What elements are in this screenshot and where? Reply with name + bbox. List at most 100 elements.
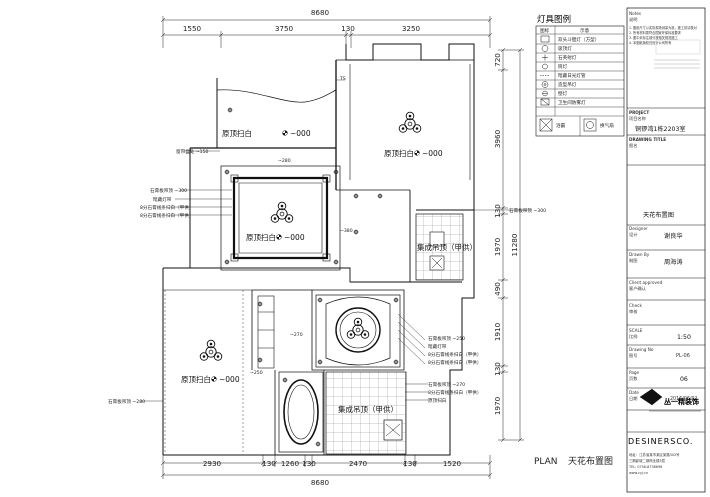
kitchen-ceiling-label: 集成吊顶（甲供） (417, 242, 477, 252)
date-value: 2016/06/02 (670, 396, 698, 402)
drawing-title: 天花布置图 (643, 211, 674, 219)
label-280: ~280 (278, 158, 291, 164)
bottom-dimension-lines (160, 455, 493, 479)
powder-room-ceiling (278, 371, 324, 453)
address-4: www.cyj.cn (629, 471, 648, 475)
dim-bottom-4: 130 (302, 459, 316, 468)
page-sub: 页数 (629, 375, 638, 382)
dim-right-2: 3960 (493, 129, 502, 148)
drawn-sub: 制图 (629, 257, 637, 264)
notes-line-4: 4. 本图纸版权归设计公司所有 (629, 40, 671, 45)
dim-bottom-5: 2470 (349, 459, 368, 468)
dim-right-total: 11280 (510, 233, 519, 256)
legend-item-2: 吸顶灯 (558, 45, 572, 52)
master-ceiling-label: 原顶扫白 (384, 148, 414, 158)
scale-sub: 比例 (629, 333, 637, 340)
note-left-4: 8分石膏线条扫白（甲供） (140, 212, 193, 219)
pendant-lamp-dining-icon (346, 317, 370, 339)
legend-item-5: 暗藏日光灯管 (558, 72, 586, 79)
note-bottom-1: 石膏板吊顶 ~270 (428, 381, 465, 388)
legend-item-6: 造型吊灯 (558, 81, 577, 88)
designer-sub: 设计 (629, 231, 637, 238)
plan-name: 天花布置图 (568, 455, 613, 467)
notes-line-3: 3. 图中未标注部分按相关规范施工 (629, 35, 678, 40)
level-marker-icon (276, 234, 282, 240)
dim-bottom-2: 130 (262, 459, 276, 468)
dim-top-2: 3750 (275, 24, 294, 33)
pendant-lamp-master-icon (398, 111, 422, 133)
label-380: ~380 (340, 228, 353, 234)
level-marker-icon (282, 130, 288, 136)
drawing-title-sub: 图名 (629, 142, 637, 149)
note-right-top: 石膏板吊顶 ~300 (509, 207, 546, 214)
notes-sub: 说明 (629, 16, 637, 23)
client-sub: 客户确认 (629, 285, 647, 292)
legend-col-desc: 示意 (580, 27, 590, 34)
pendant-lamp-living-icon (270, 201, 294, 223)
dim-right-6: 1910 (493, 322, 502, 341)
notes-line-1: 1. 图纸尺寸以实际现场测量为准，施工前请核对 (629, 25, 698, 30)
dim-right-7: 130 (493, 362, 502, 376)
bedroom-ceiling-label: 原顶扫白 (181, 374, 211, 384)
dim-bottom-3: 1260 (281, 459, 300, 468)
address-1: 地址：江苏省某市某区某路302号 (629, 452, 680, 457)
left-room-edge (164, 290, 244, 452)
level-marker-icon (211, 376, 217, 382)
living-room-tray-ceiling (220, 165, 341, 271)
bedroom-ceiling-code: ~000 (219, 375, 240, 384)
title-block (626, 7, 706, 493)
legend-extra-1: 浴霸 (556, 122, 566, 129)
note-mid-1: 石膏板吊顶 ~250 (428, 335, 465, 342)
master-ceiling-code: ~000 (422, 149, 443, 158)
legend-title: 灯具图例 (537, 14, 571, 25)
dim-right-1: 720 (493, 53, 502, 67)
dim-top-3: 130 (341, 24, 355, 33)
living-ceiling-label: 原顶扫白 (246, 232, 276, 242)
project-sub: 项目名称 (629, 115, 646, 122)
legend-item-3: 石英射灯 (558, 54, 577, 61)
address-2: 三期影城二期商业楼5层 (629, 458, 666, 463)
note-left-3: 8分石膏线条扫白（甲供） (140, 204, 193, 211)
dim-right-5: 490 (493, 282, 502, 296)
page-value: 06 (680, 376, 688, 383)
date-sub: 日期 (629, 396, 637, 402)
label-270-a: ~270 (290, 332, 303, 338)
dim-bottom-6: 130 (403, 459, 417, 468)
drawing-title-label: DRAWING TITLE (629, 137, 666, 142)
level-marker-icon (414, 150, 420, 156)
drawing-no-sub: 图号 (629, 353, 637, 359)
scale-value: 1:50 (677, 334, 691, 341)
dim-right-8: 1970 (493, 396, 502, 415)
legend-item-4: 筒灯 (558, 63, 568, 70)
address-3: TEL: 0756-8738698 (628, 465, 662, 469)
living-ceiling-code: ~000 (284, 233, 305, 242)
label-250: ~250 (250, 370, 263, 376)
check-label: Check (629, 303, 642, 308)
note-bottom-3: 原顶扫白 (428, 397, 446, 404)
legend-col-icon: 图标 (540, 27, 550, 34)
dim-top-1: 1550 (183, 24, 202, 33)
scale-label: SCALE (629, 328, 643, 333)
designer-name: 谢良华 (664, 232, 683, 240)
dining-tray-ceiling (315, 294, 401, 368)
right-dimension-lines (498, 47, 524, 443)
notes-label: Notes (629, 11, 641, 16)
drawing-no-label: Drawing No (629, 347, 654, 352)
note-bottom-2: 8分石膏线条扫白（甲供） (428, 389, 481, 396)
top-dimension-lines (160, 16, 493, 48)
label-curtain-box: 窗帘盒处 ~150 (176, 148, 209, 155)
plan-label: PLAN (534, 457, 558, 467)
dim-bottom-total: 8680 (311, 478, 330, 487)
legend-extra-2: 换气扇 (600, 122, 614, 129)
note-left-1: 石膏板吊顶 ~300 (150, 187, 187, 194)
note-far-left: 石膏板吊顶 ~280 (108, 398, 145, 405)
bath-fixtures (383, 231, 445, 441)
bath-ceiling-label: 集成吊顶（甲供） (338, 404, 398, 414)
company-en: DESINERSCO. (628, 437, 693, 446)
drawn-name: 周海涛 (664, 258, 683, 266)
notes-line-2: 2. 所有材料需符合国家环保标准要求 (629, 30, 682, 35)
legend-item-1: 双头斗胆灯（方型） (558, 36, 599, 43)
lighting-legend: 图标 示意 双头斗胆灯（方型） 吸顶灯 石英射灯 筒灯 暗藏日光灯管 造型吊灯 … (535, 25, 625, 137)
note-mid-4: 8分石膏线条扫白（甲供） (428, 359, 481, 366)
hallway-ceiling (257, 295, 275, 369)
